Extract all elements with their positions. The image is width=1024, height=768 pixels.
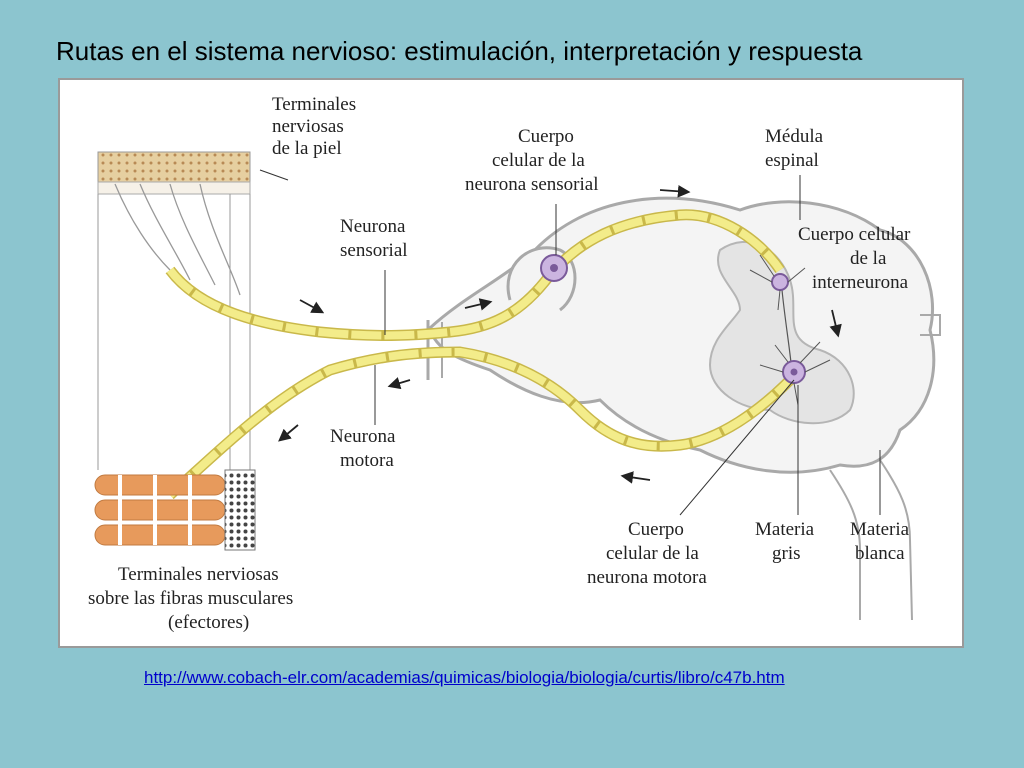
- svg-text:de la piel: de la piel: [272, 138, 342, 159]
- svg-text:espinal: espinal: [765, 150, 819, 171]
- svg-text:Cuerpo: Cuerpo: [628, 519, 684, 540]
- svg-text:interneurona: interneurona: [812, 272, 909, 293]
- label-motor-neuron: Neurona motora: [330, 426, 396, 471]
- svg-text:Neurona: Neurona: [340, 216, 406, 237]
- svg-text:Neurona: Neurona: [330, 426, 396, 447]
- nervous-pathway-diagram: Terminales nerviosas de la piel Cuerpo c…: [88, 94, 941, 633]
- svg-text:motora: motora: [340, 450, 394, 471]
- label-interneuron-cell-body: Cuerpo celular de la interneurona: [798, 224, 911, 293]
- label-motor-cell-body: Cuerpo celular de la neurona motora: [587, 519, 707, 588]
- leader-lines: [259, 169, 881, 516]
- svg-text:de la: de la: [850, 248, 887, 269]
- svg-text:neurona sensorial: neurona sensorial: [465, 174, 598, 195]
- svg-text:sobre las fibras musculares: sobre las fibras musculares: [88, 588, 293, 609]
- svg-text:Cuerpo celular: Cuerpo celular: [798, 224, 911, 245]
- svg-text:Cuerpo: Cuerpo: [518, 126, 574, 147]
- svg-text:Terminales nerviosas: Terminales nerviosas: [118, 564, 279, 585]
- sensory-cell-body: [540, 254, 568, 282]
- svg-text:(efectores): (efectores): [168, 612, 249, 633]
- label-sensory-neuron: Neurona sensorial: [340, 216, 408, 261]
- slide-title: Rutas en el sistema nervioso: estimulaci…: [56, 36, 863, 66]
- svg-text:Terminales: Terminales: [272, 94, 356, 115]
- svg-text:gris: gris: [772, 543, 801, 564]
- label-gray-matter: Materia gris: [755, 519, 815, 564]
- label-white-matter: Materia blanca: [850, 519, 910, 564]
- svg-text:blanca: blanca: [855, 543, 905, 564]
- muscle-fibers: [94, 469, 256, 551]
- svg-text:sensorial: sensorial: [340, 240, 408, 261]
- nervous-pathway-figure: Terminales nerviosas de la piel Cuerpo c…: [58, 78, 964, 648]
- svg-text:Médula: Médula: [765, 126, 824, 147]
- sensory-neuron-axon: [165, 209, 785, 341]
- svg-text:celular de la: celular de la: [492, 150, 585, 171]
- motor-neuron-axon: [166, 346, 794, 500]
- direction-arrows: [278, 184, 842, 484]
- source-link[interactable]: http://www.cobach-elr.com/academias/quim…: [144, 668, 785, 687]
- svg-text:nerviosas: nerviosas: [272, 116, 344, 137]
- svg-text:neurona motora: neurona motora: [587, 567, 707, 588]
- label-spinal-cord: Médula espinal: [765, 126, 824, 171]
- svg-text:Materia: Materia: [755, 519, 815, 540]
- label-muscle-terminals: Terminales nerviosas sobre las fibras mu…: [88, 564, 293, 633]
- label-skin-terminals: Terminales nerviosas de la piel: [272, 94, 356, 159]
- interneuron-cell-body: [749, 254, 806, 311]
- svg-text:Materia: Materia: [850, 519, 910, 540]
- skin-nerve-fibers: [114, 183, 241, 296]
- svg-text:celular de la: celular de la: [606, 543, 699, 564]
- label-sensory-cell-body: Cuerpo celular de la neurona sensorial: [465, 126, 598, 195]
- motor-cell-body: [759, 341, 831, 406]
